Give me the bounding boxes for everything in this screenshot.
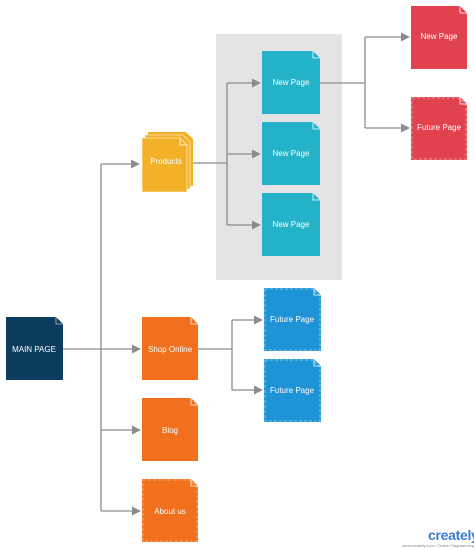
- products-node[interactable]: Products: [141, 132, 193, 193]
- new-page-top-label: New Page: [421, 32, 458, 41]
- future-page-shop-2-label: Future Page: [270, 386, 315, 395]
- new-page-3-label: New Page: [273, 220, 310, 229]
- about-us-node[interactable]: About us: [142, 479, 198, 542]
- future-page-top-label: Future Page: [417, 123, 462, 132]
- new-page-1-label: New Page: [273, 78, 310, 87]
- products-label: Products: [150, 157, 182, 166]
- about-us-label: About us: [154, 507, 186, 516]
- new-page-node-top[interactable]: New Page: [411, 6, 467, 69]
- connectors: [63, 32, 410, 516]
- shop-online-label: Shop Online: [148, 345, 193, 354]
- new-page-node-3[interactable]: New Page: [262, 193, 320, 256]
- future-page-shop-1-label: Future Page: [270, 315, 315, 324]
- creately-logo[interactable]: creately: [428, 527, 474, 543]
- main-page-label: MAIN PAGE: [12, 345, 56, 354]
- future-page-node-shop-2[interactable]: Future Page: [264, 359, 321, 422]
- creately-tagline: www.creately.com • Online Diagramming: [401, 543, 474, 548]
- shop-online-node[interactable]: Shop Online: [142, 317, 198, 380]
- new-page-node-2[interactable]: New Page: [262, 122, 320, 185]
- new-page-2-label: New Page: [273, 149, 310, 158]
- new-page-node-1[interactable]: New Page: [262, 51, 320, 114]
- blog-node[interactable]: Blog: [142, 398, 198, 461]
- future-page-node-top[interactable]: Future Page: [411, 97, 467, 160]
- blog-label: Blog: [162, 426, 178, 435]
- main-page-node[interactable]: MAIN PAGE: [6, 317, 63, 380]
- future-page-node-shop-1[interactable]: Future Page: [264, 288, 321, 351]
